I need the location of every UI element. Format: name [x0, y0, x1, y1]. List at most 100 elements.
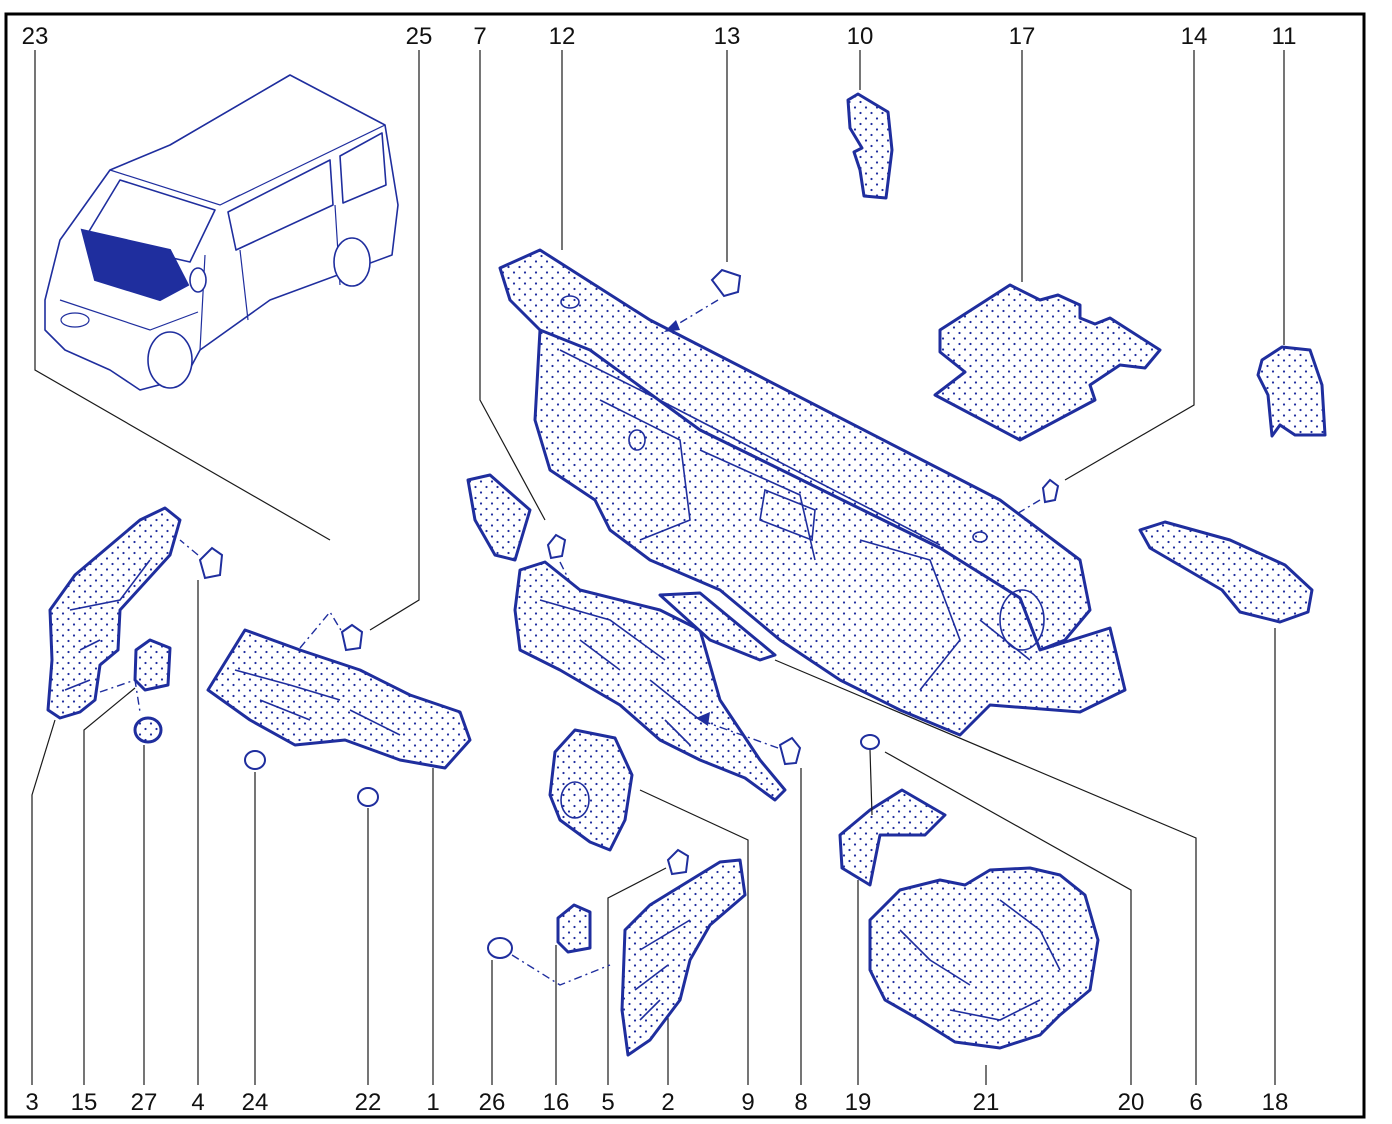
part-10-bracket	[846, 92, 894, 200]
clip-8-arrow	[696, 712, 710, 726]
cross-member-upper-bracket	[466, 473, 532, 562]
part-1-floor-insulator	[206, 610, 472, 807]
bulkhead-rect-opening	[759, 488, 816, 542]
callout-5: 5	[601, 1089, 614, 1116]
leader-15	[83, 687, 136, 1085]
callout-27: 27	[131, 1089, 158, 1116]
callout-23: 23	[22, 23, 49, 50]
clip-8-path	[699, 719, 779, 749]
clip-13-body	[710, 268, 742, 298]
bulkhead-lower-panel	[533, 328, 1127, 737]
callout-9: 9	[741, 1089, 754, 1116]
callout-26: 26	[479, 1089, 506, 1116]
part-26-grommet	[487, 937, 513, 959]
van-side-window	[227, 159, 334, 251]
callout-18: 18	[1262, 1089, 1289, 1116]
van-highlight-panel	[80, 228, 190, 302]
van-rear-window	[339, 132, 387, 204]
van-headlight	[60, 312, 90, 328]
part-17-floor-mat	[933, 283, 1162, 442]
callout-13: 13	[714, 23, 741, 50]
part-9-side-insulator	[548, 728, 634, 852]
part-7-cross-member	[466, 473, 802, 802]
callout-17: 17	[1009, 23, 1036, 50]
fastener-25-path	[299, 610, 343, 649]
callout-11: 11	[1272, 23, 1297, 50]
callout-22: 22	[355, 1089, 382, 1116]
callout-1: 1	[426, 1089, 439, 1116]
callout-12: 12	[549, 23, 576, 50]
bulkhead-hole-right	[972, 531, 988, 543]
right-insulator-body	[620, 858, 747, 1057]
leader-5	[607, 867, 667, 1085]
part-18-right-bracket	[1138, 520, 1314, 624]
callouts-top: 23 25 7 12 13 10 17 14 11	[22, 23, 1297, 50]
fastener-24	[244, 750, 266, 770]
callout-15: 15	[71, 1089, 98, 1116]
clip-7-body	[546, 533, 567, 560]
fastener-25	[340, 623, 364, 652]
leader-14	[1064, 50, 1195, 481]
callout-24: 24	[242, 1089, 269, 1116]
clip-8-body	[778, 736, 802, 766]
part-13-clip	[664, 268, 742, 332]
callout-21: 21	[973, 1089, 1000, 1116]
callout-7: 7	[473, 23, 486, 50]
callout-20: 20	[1118, 1089, 1145, 1116]
clip-13-arrow	[664, 320, 680, 332]
callout-25: 25	[406, 23, 433, 50]
part-12-bulkhead-insulator	[498, 248, 1127, 737]
bracket-19-body	[838, 788, 947, 887]
van-front-wheel	[147, 331, 193, 389]
clip-4-body	[198, 546, 224, 580]
diagram-frame	[4, 12, 1366, 1119]
fastener-22	[357, 787, 379, 807]
fastener-20-stem	[869, 749, 873, 816]
bulkhead-inner-contours	[559, 349, 1031, 691]
part-27-path	[99, 679, 141, 713]
part-15-pad	[133, 638, 172, 692]
part-3-left-insulator	[46, 506, 224, 744]
leader-6	[774, 659, 1197, 1085]
part-26-path	[511, 954, 611, 986]
van-mirror	[189, 267, 207, 293]
callout-2: 2	[661, 1089, 674, 1116]
part-27-grommet	[133, 716, 163, 744]
floor-insulator-contours	[234, 669, 401, 736]
callout-8: 8	[794, 1089, 807, 1116]
part-19-bracket	[838, 734, 947, 887]
callout-4: 4	[191, 1089, 204, 1116]
van-illustration	[44, 74, 399, 391]
clip-5-body	[666, 848, 690, 876]
bulkhead-round-opening	[999, 589, 1045, 651]
callout-16: 16	[543, 1089, 570, 1116]
leader-9	[639, 789, 749, 1085]
callout-6: 6	[1189, 1089, 1202, 1116]
clip-7-path	[559, 561, 571, 583]
right-insulator-contours	[634, 919, 691, 1021]
callout-3: 3	[25, 1089, 38, 1116]
van-rear-wheel	[333, 237, 371, 287]
part-9-opening	[560, 781, 590, 819]
leader-20	[884, 751, 1132, 1085]
leader-25	[369, 50, 420, 631]
part-2-right-insulator	[487, 848, 747, 1057]
cross-member-contours	[539, 599, 701, 746]
clip-14-body	[1041, 478, 1060, 504]
bulkhead-ribbed-hole	[560, 295, 580, 309]
left-insulator-contours	[64, 559, 151, 691]
van-side-lines	[59, 204, 341, 351]
callouts-bottom: 3 15 27 4 24 22 1 26 16 5 2 9 8 19 21 20…	[25, 1089, 1288, 1116]
part-16-pad	[556, 903, 592, 954]
leader-3	[31, 719, 56, 1085]
bulkhead-hole-left	[628, 429, 646, 451]
van-body	[44, 74, 399, 391]
clip-14-path	[1009, 499, 1041, 519]
leader-lines	[31, 50, 1285, 1085]
leader-23	[34, 50, 331, 541]
callout-19: 19	[845, 1089, 872, 1116]
fastener-20-head	[860, 734, 880, 750]
part-11-side-bracket	[1256, 345, 1327, 438]
van-roof-lines	[109, 74, 386, 206]
